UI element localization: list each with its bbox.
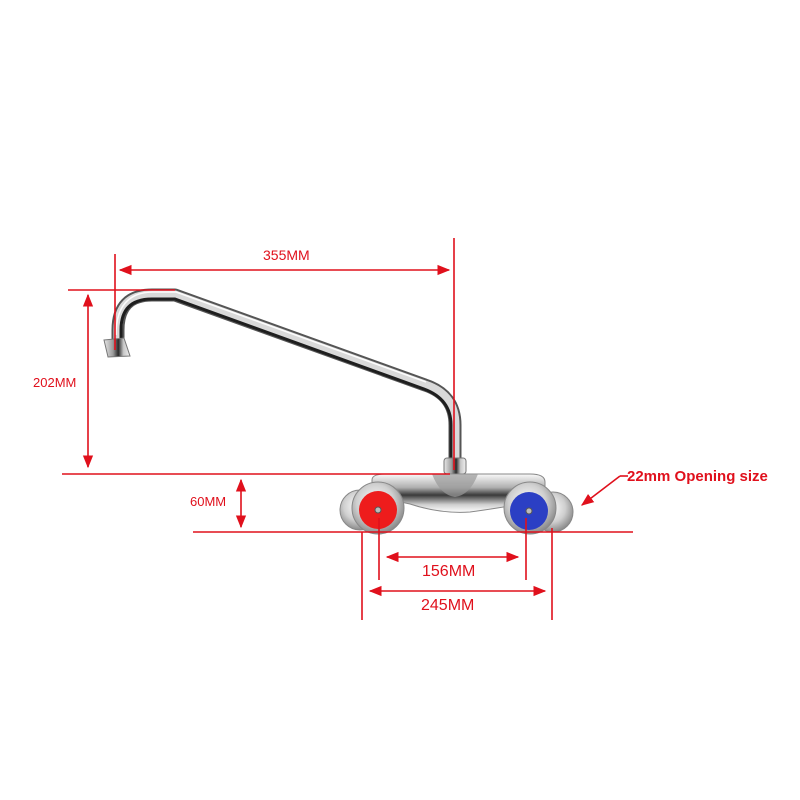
spout-height-label: 202MM [33, 375, 77, 390]
opening-size-annotation: 22mm Opening size [627, 468, 768, 485]
body-height-label: 60MM [190, 494, 227, 509]
dimension-lines [62, 238, 633, 620]
inlet-center-distance-label: 156MM [422, 563, 476, 580]
faucet-illustration [103, 288, 574, 535]
overall-width-label: 245MM [421, 597, 475, 614]
spout-reach-label: 355MM [263, 247, 310, 263]
spout-aerator [103, 337, 131, 358]
opening-size-leader [580, 475, 621, 506]
spout-collar [443, 457, 467, 475]
